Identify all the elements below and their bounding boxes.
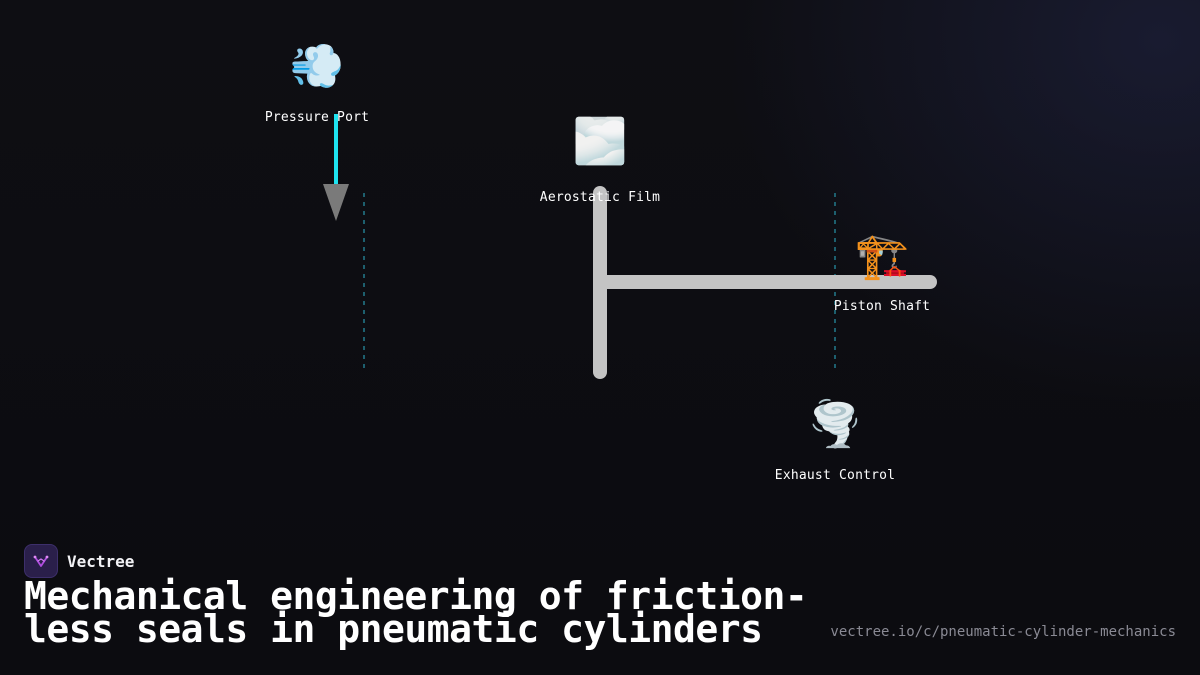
- tornado-icon: 🌪️: [807, 399, 863, 450]
- brand-name: Vectree: [67, 551, 135, 571]
- node-label-piston-shaft: Piston Shaft: [833, 299, 931, 314]
- pressure-arrow-head: [323, 184, 349, 221]
- source-url[interactable]: vectree.io/c/pneumatic-cylinder-mechanic…: [830, 624, 1176, 640]
- node-label-aerostatic-film: Aerostatic Film: [539, 190, 661, 205]
- fog-icon: 🌫️: [572, 116, 628, 167]
- node-label-exhaust-control: Exhaust Control: [774, 468, 896, 483]
- brand: Vectree: [24, 544, 134, 578]
- node-label-pressure-port: Pressure Port: [264, 110, 370, 125]
- page-title: Mechanical engineering of friction-less …: [24, 574, 808, 651]
- crane-icon: 🏗️: [854, 231, 910, 282]
- dashing-away-icon: 💨: [289, 41, 345, 92]
- vectree-logo-icon: [24, 544, 58, 578]
